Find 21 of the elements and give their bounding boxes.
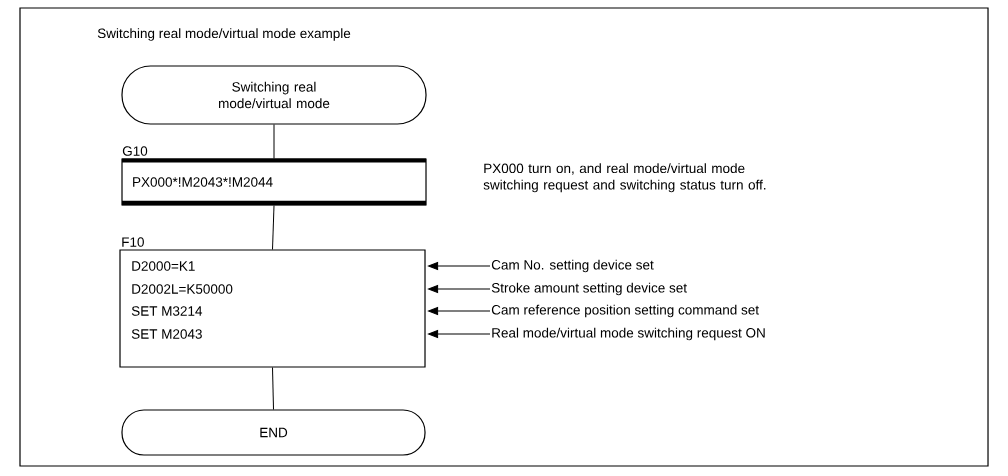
comment-text: Cam No. setting device set bbox=[491, 259, 654, 273]
comment-text: Real mode/virtual mode switching request ON bbox=[492, 327, 765, 341]
operation-box: D2000=K1 D2002L=K50000 SET M3214 SET M2043 bbox=[119, 249, 426, 368]
leader-arrow bbox=[428, 285, 491, 293]
note-text: PX000 turn on, and real mode/virtual mode switching request and switching status turn off. bbox=[483, 163, 766, 193]
leader-arrow bbox=[428, 262, 491, 270]
comment-text: Stroke amount setting device set bbox=[491, 282, 687, 296]
instruction-box: PX000*!M2043*!M2044 bbox=[121, 158, 427, 206]
connector-line bbox=[272, 205, 275, 250]
comment-text: Cam reference position setting command set bbox=[491, 304, 759, 318]
node-label: SET M2043 bbox=[131, 329, 202, 339]
diagram-title: Switching real mode/virtual mode example bbox=[97, 28, 351, 41]
node-label: D2002L=K50000 bbox=[132, 284, 233, 294]
node-label: SET M3214 bbox=[131, 306, 203, 316]
step-label: G10 bbox=[122, 146, 148, 156]
leader-arrow bbox=[428, 330, 491, 338]
leader-arrow bbox=[428, 307, 491, 315]
connector-line bbox=[273, 124, 275, 159]
node-label: D2000=K1 bbox=[132, 261, 195, 271]
connector-line bbox=[272, 367, 274, 410]
step-label: F10 bbox=[122, 237, 144, 247]
